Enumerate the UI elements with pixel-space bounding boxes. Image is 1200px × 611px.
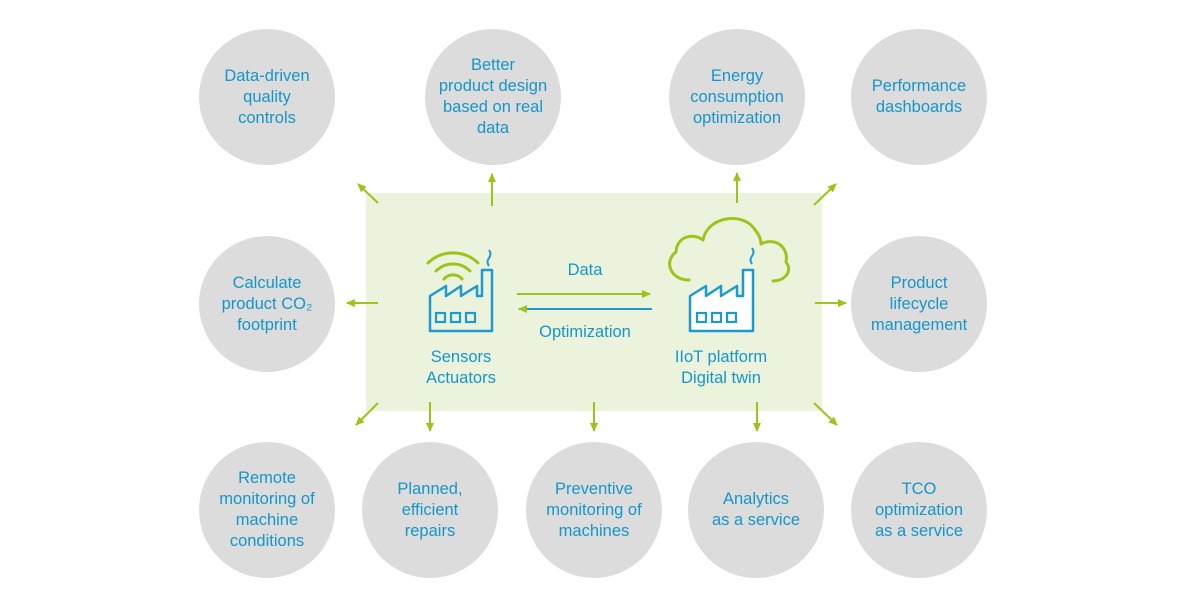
factory-cloud-icon (668, 217, 791, 333)
arrow-to-dashboards (813, 183, 837, 206)
benefit-analytics-service: Analytics as a service (688, 442, 824, 578)
benefit-energy-optimization: Energy consumption optimization (669, 29, 805, 165)
benefit-label: Calculate product CO₂ footprint (221, 273, 313, 334)
benefit-label: Planned, efficient repairs (397, 479, 463, 540)
data-flow-label: Data (567, 261, 603, 279)
arrow-to-quality-controls (357, 183, 379, 204)
benefit-tco-optimization: TCO optimization as a service (851, 442, 987, 578)
benefit-label: Remote monitoring of machine conditions (219, 469, 315, 550)
benefit-quality-controls: Data-driven quality controls (199, 29, 335, 165)
benefit-product-lifecycle: Product lifecycle management (851, 236, 987, 372)
benefit-label: Product lifecycle management (870, 273, 968, 334)
benefit-performance-dashboards: Performance dashboards (851, 29, 987, 165)
benefit-label: TCO optimization as a service (874, 479, 964, 540)
benefit-label: Better product design based on real data (438, 56, 548, 137)
benefit-label: Performance dashboards (871, 77, 967, 116)
benefit-remote-monitoring: Remote monitoring of machine conditions (199, 442, 335, 578)
benefit-label: Data-driven quality controls (224, 66, 310, 127)
factory-wifi-icon (426, 249, 494, 333)
benefit-preventive-monitoring: Preventive monitoring of machines (526, 442, 662, 578)
benefit-label: Analytics as a service (711, 490, 801, 529)
arrow-to-remote-monitoring (355, 402, 379, 426)
sensors-actuators-label: Sensors Actuators (426, 348, 496, 387)
optimization-flow-label: Optimization (539, 323, 631, 341)
iiot-platform-label: IIoT platform Digital twin (674, 348, 768, 387)
outward-arrows (346, 172, 847, 432)
benefit-efficient-repairs: Planned, efficient repairs (362, 442, 498, 578)
benefit-co2-footprint: Calculate product CO₂ footprint (199, 236, 335, 372)
benefit-label: Energy consumption optimization (690, 66, 784, 127)
arrow-to-tco (813, 402, 838, 426)
benefit-product-design: Better product design based on real data (425, 29, 561, 165)
benefit-label: Preventive monitoring of machines (546, 479, 642, 540)
